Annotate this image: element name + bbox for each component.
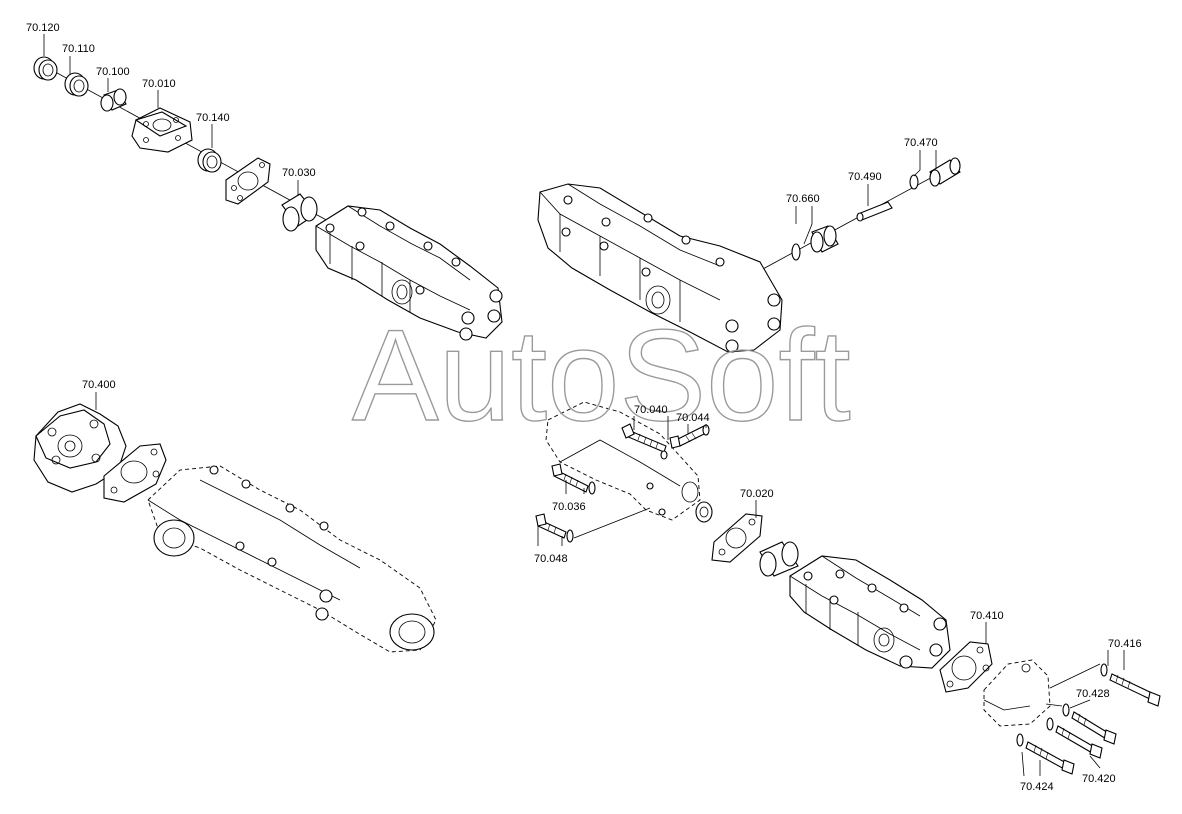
gasket-70020 <box>711 513 763 563</box>
label-70120: 70.120 <box>26 22 60 34</box>
bearing-70110 <box>64 72 89 97</box>
gasket-70410 <box>939 641 993 693</box>
bottom-right-assembly <box>535 401 1161 775</box>
label-70044: 70.044 <box>676 412 710 424</box>
flange-housing-70010 <box>131 107 193 153</box>
pump-body-top-right <box>537 183 783 353</box>
seal-70140 <box>197 148 222 173</box>
top-left-assembly <box>33 56 503 341</box>
pin-70490 <box>856 201 893 222</box>
bolt-70040 <box>621 423 668 460</box>
watermark-text: AutoSoft <box>352 302 851 448</box>
bushing-bottom-right <box>759 541 799 577</box>
label-70410: 70.410 <box>970 610 1004 622</box>
ring-and-fitting-70470 <box>909 157 961 190</box>
pump-body-bottom-right <box>789 555 951 669</box>
label-70400: 70.400 <box>82 379 116 391</box>
label-70470: 70.470 <box>904 137 938 149</box>
label-70020: 70.020 <box>740 488 774 500</box>
bolt-70044 <box>669 424 710 449</box>
cover-70400 <box>33 403 127 493</box>
label-70010: 70.010 <box>142 78 176 90</box>
bolt-70428 <box>1062 703 1117 745</box>
label-70416: 70.416 <box>1108 638 1142 650</box>
pump-body-top-left <box>315 205 503 341</box>
bolt-70048 <box>535 507 651 543</box>
label-70490: 70.490 <box>848 171 882 183</box>
valve-body <box>545 401 701 521</box>
bushing-70030 <box>281 193 318 232</box>
bolt-70416 <box>1100 663 1161 707</box>
bush-70100 <box>100 88 127 112</box>
bolt-70424 <box>1016 733 1075 775</box>
label-70036: 70.036 <box>552 501 586 513</box>
label-70424: 70.424 <box>1020 781 1054 793</box>
bolt-70420 <box>1046 717 1103 759</box>
gasket-bottom-left <box>103 443 167 503</box>
top-right-assembly <box>537 157 961 353</box>
label-70030: 70.030 <box>282 167 316 179</box>
end-cover <box>983 659 1051 727</box>
label-70040: 70.040 <box>634 404 668 416</box>
label-70110: 70.110 <box>62 43 95 55</box>
seal-near-70020 <box>695 501 713 523</box>
ring-and-plug-70660 <box>791 225 839 261</box>
transmission-housing-bottom-left <box>147 465 437 653</box>
seal-ring-70120 <box>33 56 58 81</box>
bolt-70036 <box>551 463 596 495</box>
label-70420: 70.420 <box>1082 773 1116 785</box>
label-70048: 70.048 <box>534 553 568 565</box>
gasket-top-left <box>225 157 271 205</box>
part-labels: 70.120 70.110 70.100 70.010 70.140 70.03… <box>26 22 1142 793</box>
label-70100: 70.100 <box>96 66 130 78</box>
label-70428: 70.428 <box>1076 688 1110 700</box>
bottom-left-assembly <box>33 403 437 653</box>
leader-lines <box>43 34 1125 777</box>
label-70140: 70.140 <box>196 112 230 124</box>
label-70660: 70.660 <box>786 193 820 205</box>
